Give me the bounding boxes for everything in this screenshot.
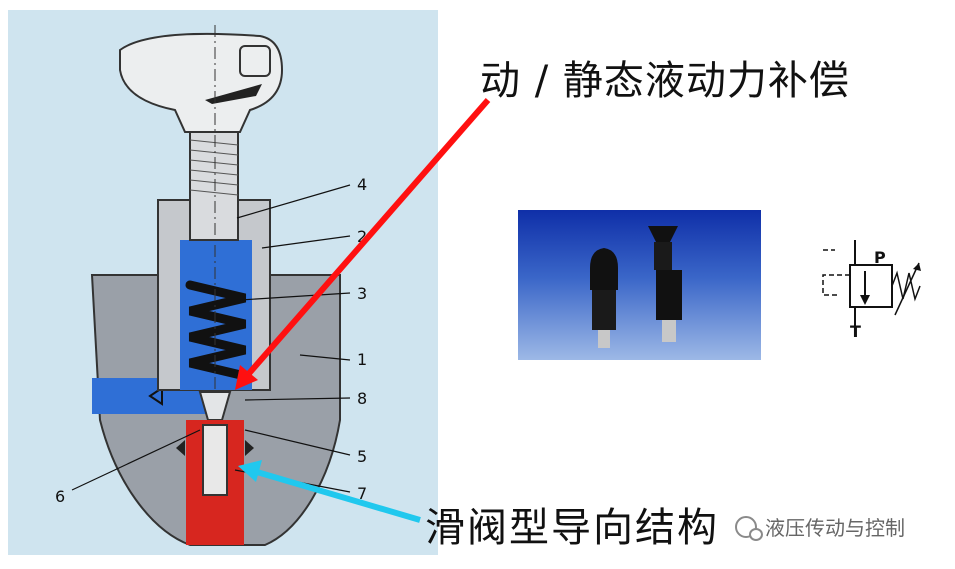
part-label-4: 4 [357, 175, 368, 194]
adjusting-screw [189, 129, 239, 241]
cartridge-valves-image [590, 226, 682, 348]
flow-direction-icon [148, 386, 163, 406]
product-photo [518, 210, 761, 360]
part-label-5: 5 [357, 447, 368, 466]
guide-structure-label: 滑阀型导向结构 [425, 505, 719, 551]
watermark: 液压传动与控制 [735, 512, 905, 541]
relief-valve-symbol [822, 240, 921, 330]
port-p-label: P [874, 248, 886, 267]
wechat-icon [735, 515, 763, 541]
valve-square [849, 264, 893, 308]
part-label-7: 7 [357, 484, 368, 503]
part-label-8: 8 [357, 389, 368, 408]
valve-section-panel [0, 0, 440, 565]
part-label-2: 2 [357, 227, 368, 246]
guide-spool [202, 424, 228, 496]
part-label-1: 1 [357, 350, 368, 369]
handle-knob [119, 32, 284, 133]
flow-arrow-icon [860, 295, 870, 305]
watermark-text: 液压传动与控制 [765, 516, 905, 540]
part-label-3: 3 [357, 284, 368, 303]
spring-icon [891, 270, 921, 302]
port-t-label: T [850, 322, 861, 341]
compensation-title: 动 / 静态液动力补偿 [480, 58, 850, 104]
valve-section-drawing [8, 10, 438, 555]
spring [185, 280, 250, 381]
part-label-6: 6 [55, 487, 66, 506]
